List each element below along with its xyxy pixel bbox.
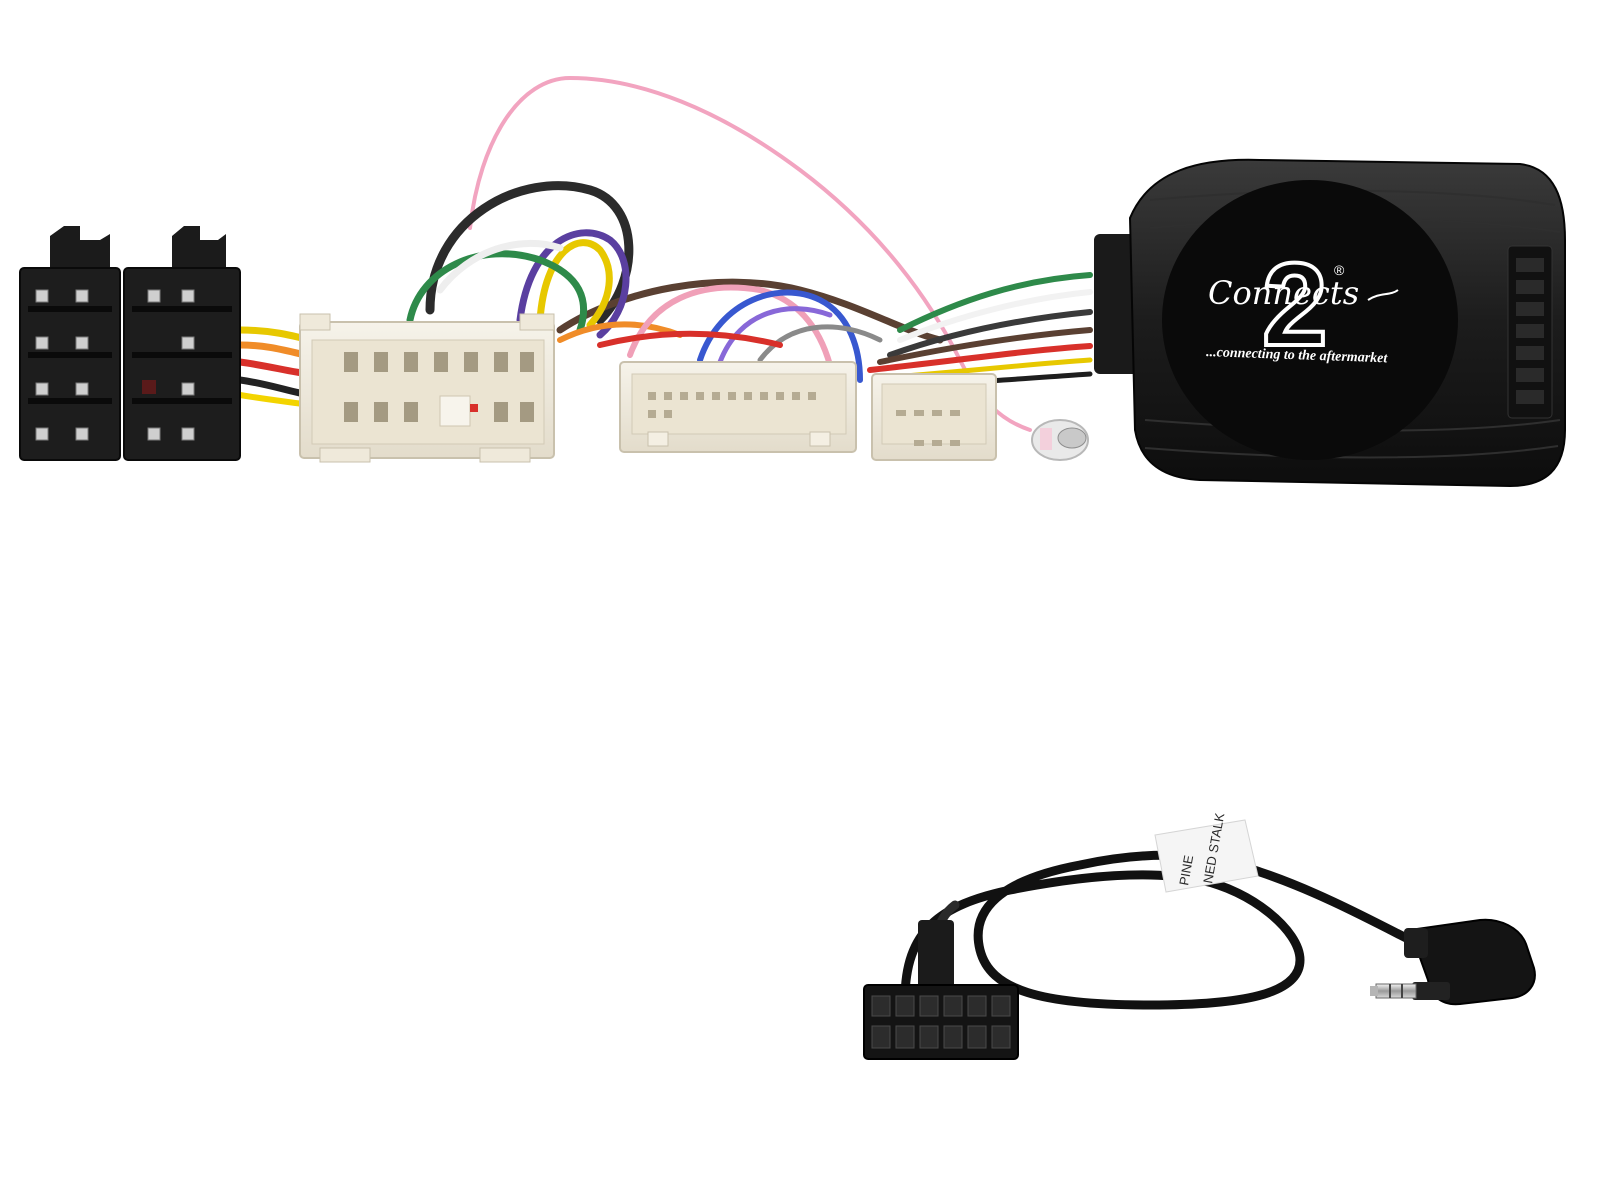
patch-lead-multipin-connector bbox=[863, 920, 1019, 1060]
pink-wire-to-connector bbox=[627, 284, 833, 368]
purple-wire-loop bbox=[516, 229, 630, 339]
red-wire bbox=[597, 330, 783, 348]
brown-wire-to-box bbox=[877, 327, 1093, 365]
brand-logo: 2 Connects ® ...connecting to the afterm… bbox=[1206, 237, 1399, 373]
brand-digit: 2 bbox=[1262, 239, 1328, 371]
violet-wire bbox=[717, 306, 833, 365]
blue-wire bbox=[697, 289, 863, 383]
patch-lead bbox=[900, 850, 1425, 1010]
iso-connector-left bbox=[19, 226, 121, 461]
patch-lead-3-5mm-jack bbox=[1370, 918, 1536, 1006]
orange-wire bbox=[557, 321, 683, 343]
iso-connector-right bbox=[123, 226, 241, 461]
yellow-wire-loop bbox=[536, 239, 613, 329]
white-wire-to-box bbox=[897, 289, 1093, 343]
vehicle-connector-large bbox=[299, 313, 555, 463]
antenna-plug bbox=[1031, 419, 1089, 461]
brand-tagline: ...connecting to the aftermarket bbox=[1206, 345, 1389, 366]
tape-label-line1: PINE bbox=[1176, 854, 1196, 887]
vehicle-connector-medium bbox=[619, 361, 857, 453]
brand-word: Connects bbox=[1208, 274, 1359, 312]
white-wire bbox=[436, 239, 564, 294]
dark-wire-to-box bbox=[887, 309, 1093, 358]
registered-mark: ® bbox=[1334, 262, 1345, 278]
patch-lead-cable bbox=[900, 850, 1425, 1010]
grey-wire bbox=[757, 324, 883, 363]
brown-wire bbox=[556, 278, 944, 344]
jack-plug-tip bbox=[1375, 983, 1417, 999]
steering-control-interface: 2 Connects ® ...connecting to the afterm… bbox=[1094, 158, 1566, 488]
logo-disc bbox=[1162, 180, 1458, 460]
green-wire-loop bbox=[406, 250, 588, 334]
vehicle-connector-small bbox=[871, 373, 997, 461]
patch-lead-label-tape: PINE NED STALK bbox=[1154, 811, 1259, 893]
green-wire-to-box bbox=[897, 272, 1093, 333]
red-wire-to-box bbox=[867, 343, 1093, 373]
